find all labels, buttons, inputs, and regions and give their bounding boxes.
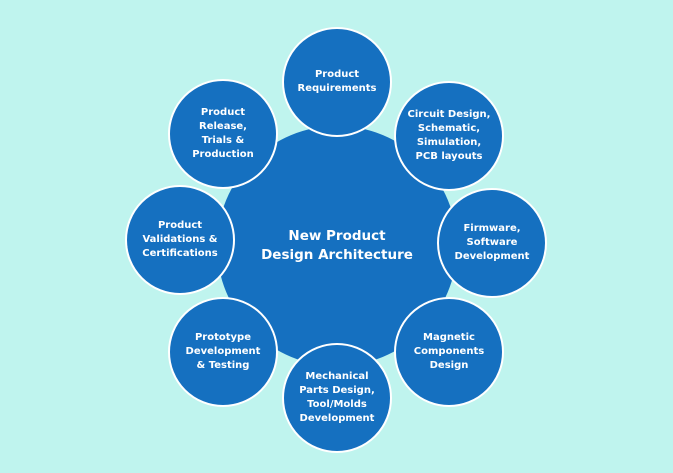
node-mechanical-parts: Mechanical Parts Design, Tool/Molds Deve…	[282, 343, 392, 453]
node-product-requirements: Product Requirements	[282, 27, 392, 137]
node-label: Product Release, Trials & Production	[192, 107, 254, 160]
node-label: Product Validations & Certifications	[142, 220, 218, 259]
center-label: New Product Design Architecture	[261, 228, 413, 263]
node-firmware-software: Firmware, Software Development	[437, 188, 547, 298]
node-label: Magnetic Components Design	[413, 332, 485, 371]
node-label: Product Requirements	[297, 69, 377, 94]
node-prototype-testing: Prototype Development & Testing	[168, 297, 278, 407]
node-magnetic-components: Magnetic Components Design	[394, 297, 504, 407]
node-release-production: Product Release, Trials & Production	[168, 79, 278, 189]
node-label: Circuit Design, Schematic, Simulation, P…	[407, 109, 491, 162]
node-label: Mechanical Parts Design, Tool/Molds Deve…	[299, 371, 375, 424]
node-validations-certifications: Product Validations & Certifications	[125, 185, 235, 295]
node-label: Firmware, Software Development	[454, 223, 530, 262]
node-circuit-design: Circuit Design, Schematic, Simulation, P…	[394, 81, 504, 191]
node-label: Prototype Development & Testing	[185, 332, 261, 371]
